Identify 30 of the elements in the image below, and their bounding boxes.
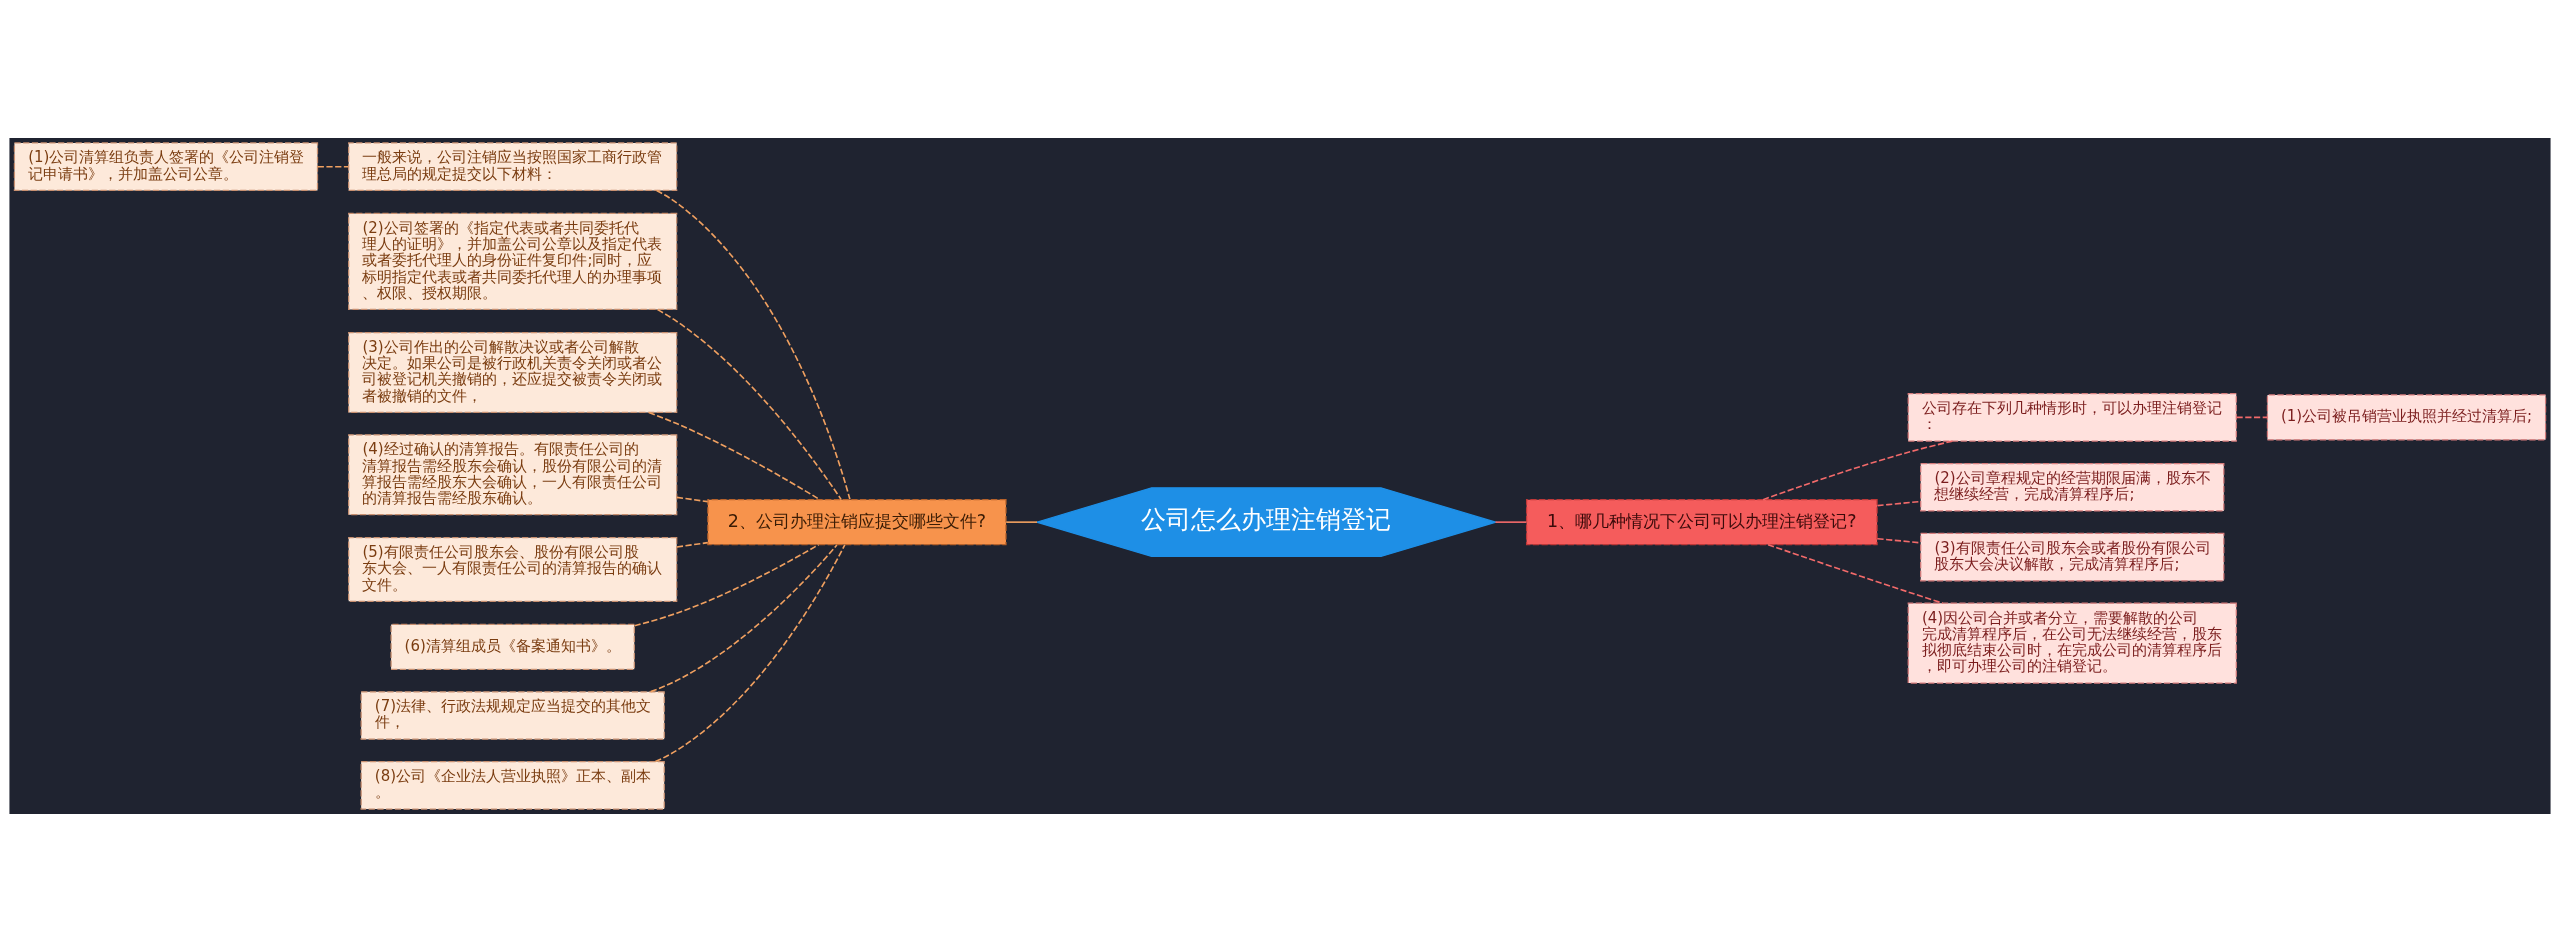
connector xyxy=(676,496,709,503)
node-box: (8)公司《企业法人营业执照》正本、副本。 xyxy=(360,761,665,810)
connector xyxy=(1494,521,1528,523)
connector xyxy=(316,165,350,168)
node-box: (2)公司章程规定的经营期限届满，股东不想继续经营，完成清算程序后; xyxy=(1920,462,2225,512)
node-box: (6)清算组成员《备案通知书》。 xyxy=(390,623,635,670)
connector xyxy=(1767,543,1944,604)
node-box: (1)公司清算组负责人签署的《公司注销登记申请书》，并加盖公司公章。 xyxy=(13,142,319,191)
node-box: 一般来说，公司注销应当按照国家工商行政管理总局的规定提交以下材料： xyxy=(348,142,678,191)
node-box: (5)有限责任公司股东会、股份有限公司股东大会、一人有限责任公司的清算报告的确认文件。 xyxy=(348,537,678,602)
connector xyxy=(2235,416,2269,419)
node-box: (1)公司被吊销营业执照并经过清算后; xyxy=(2266,394,2547,441)
connector xyxy=(676,541,709,548)
node-box: (4)因公司合并或者分立，需要解散的公司完成清算程序后，在公司无法继续经营，股东拟彻底结束公司时，在完成公司的清算程序后，即可办理公司的注销登记。 xyxy=(1907,602,2237,684)
node-box: (2)公司签署的《指定代表或者共同委托代理人的证明》，并加盖公司公章以及指定代表或者委托代理人的身份证件复印件;同时，应标明指定代表或者共同委托代理人的办理事项、权限、授权期限。 xyxy=(348,212,678,311)
connector xyxy=(655,189,851,501)
connector xyxy=(648,411,821,501)
connector xyxy=(649,544,838,693)
node-box: (4)经过确认的清算报告。有限责任公司的清算报告需经股东会确认，股份有限公司的清算报告需经股东大会确认，一人有限责任公司的清算报告需经股东确认。 xyxy=(348,434,678,516)
connector xyxy=(656,308,842,501)
node-box: (3)有限责任公司股东会或者股份有限公司股东大会决议解散，完成清算程序后; xyxy=(1920,532,2225,582)
node-box: 1、哪几种情况下公司可以办理注销登记? xyxy=(1525,499,1878,546)
node-box: 公司存在下列几种情形时，可以办理注销登记： xyxy=(1907,393,2237,442)
node-box: (3)公司作出的公司解散决议或者公司解散决定。如果公司是被行政机关责令关闭或者公司被登记机关撤销的，还应提交被责令关闭或者被撤销的文件， xyxy=(348,331,678,413)
node-box: 2、公司办理注销应提交哪些文件? xyxy=(707,499,1007,546)
connector xyxy=(1762,440,1954,501)
connector xyxy=(654,544,846,763)
node-box: (7)法律、行政法规规定应当提交的其他文件， xyxy=(360,691,665,740)
connector xyxy=(633,543,820,627)
connector xyxy=(1005,521,1038,523)
